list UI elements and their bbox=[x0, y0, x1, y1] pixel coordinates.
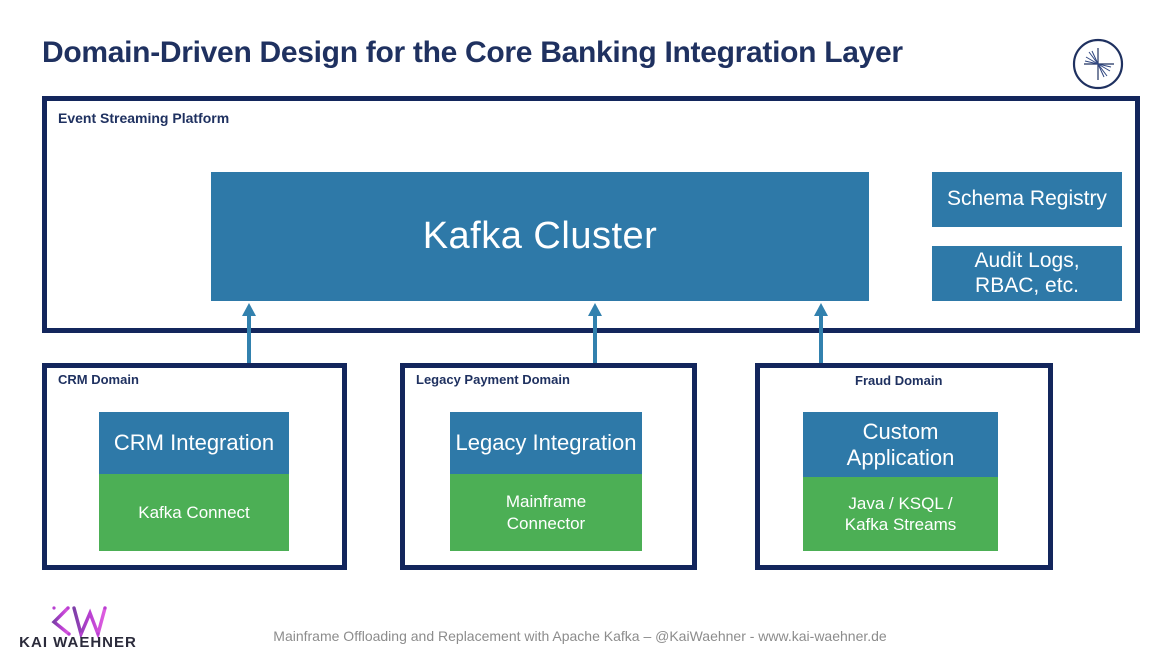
custom-application-line-1: Custom bbox=[862, 419, 939, 445]
event-streaming-platform-label: Event Streaming Platform bbox=[58, 110, 230, 126]
audit-logs-block: Audit Logs, RBAC, etc. bbox=[932, 246, 1122, 301]
kafka-cluster-label: Kafka Cluster bbox=[422, 215, 658, 257]
audit-logs-line-1: Audit Logs, bbox=[974, 248, 1080, 272]
schema-registry-block: Schema Registry bbox=[932, 172, 1122, 227]
fraud-technology-line-1: Java / KSQL / bbox=[848, 493, 953, 513]
legacy-technology-line-1: Mainframe bbox=[505, 492, 587, 512]
schema-registry-label: Schema Registry bbox=[947, 187, 1107, 211]
custom-application-block: Custom Application bbox=[803, 412, 998, 477]
fraud-technology-block: Java / KSQL / Kafka Streams bbox=[803, 477, 998, 551]
footer-note: Mainframe Offloading and Replacement wit… bbox=[273, 628, 887, 644]
crm-technology-block: Kafka Connect bbox=[99, 474, 289, 551]
legacy-payment-domain-label: Legacy Payment Domain bbox=[416, 372, 570, 387]
kai-waehner-wordmark: KAI WAEHNER bbox=[19, 634, 137, 651]
legacy-technology-block: Mainframe Connector bbox=[450, 474, 642, 551]
crm-domain-stack: CRM Integration Kafka Connect bbox=[99, 412, 289, 551]
crm-integration-label: CRM Integration bbox=[113, 430, 275, 456]
kafka-cluster-block: Kafka Cluster bbox=[211, 172, 869, 301]
audit-logs-label: Audit Logs, RBAC, etc. bbox=[974, 249, 1079, 299]
starburst-circle-logo bbox=[1072, 38, 1124, 90]
legacy-integration-block: Legacy Integration bbox=[450, 412, 642, 474]
fraud-domain-label: Fraud Domain bbox=[855, 373, 943, 388]
kai-waehner-monogram-logo bbox=[8, 604, 160, 652]
fraud-technology-line-2: Kafka Streams bbox=[844, 515, 957, 534]
crm-integration-block: CRM Integration bbox=[99, 412, 289, 474]
legacy-integration-label: Legacy Integration bbox=[455, 430, 637, 456]
page-title: Domain-Driven Design for the Core Bankin… bbox=[42, 36, 903, 69]
crm-technology-label: Kafka Connect bbox=[138, 502, 250, 522]
legacy-technology-line-2: Connector bbox=[506, 513, 586, 533]
fraud-domain-stack: Custom Application Java / KSQL / Kafka S… bbox=[803, 412, 998, 551]
fraud-technology-label: Java / KSQL / Kafka Streams bbox=[845, 493, 957, 536]
legacy-payment-domain-stack: Legacy Integration Mainframe Connector bbox=[450, 412, 642, 551]
legacy-technology-label: Mainframe Connector bbox=[506, 491, 586, 534]
crm-domain-label: CRM Domain bbox=[58, 372, 139, 387]
custom-application-line-2: Application bbox=[846, 444, 955, 470]
custom-application-label: Custom Application bbox=[847, 419, 955, 470]
audit-logs-line-2: RBAC, etc. bbox=[975, 273, 1079, 297]
